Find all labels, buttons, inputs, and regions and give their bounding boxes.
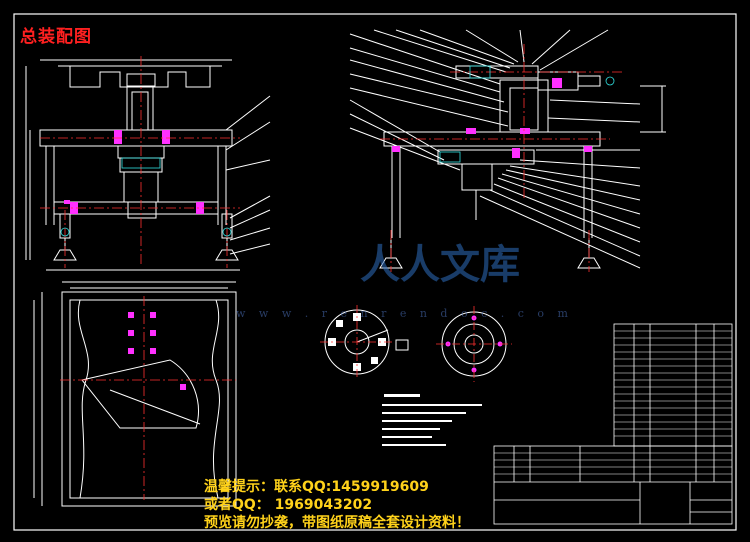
- top-view-centerlines: [60, 296, 236, 500]
- section-b-centerlines: [436, 306, 512, 382]
- parts-list-rows: [494, 330, 732, 475]
- front-view-cyan-details: [60, 157, 232, 237]
- side-view-centerlines: [380, 44, 625, 272]
- front-view-centerlines: [40, 56, 240, 268]
- watermark-url: w w w . r e n r e n d o c . c o m: [236, 307, 573, 320]
- section-a-centerlines: [320, 305, 394, 379]
- drawing-title: 总装配图: [20, 27, 92, 47]
- front-view-highlights: [64, 130, 204, 214]
- watermark-logo: 人人文库: [360, 241, 520, 288]
- contact-note-qq2: 或者QQ： 1969043202: [204, 497, 373, 513]
- top-view: [33, 281, 237, 507]
- side-view-cyan-details: [439, 65, 615, 163]
- contact-note-warning: 预览请勿抄袭，带图纸原稿全套设计资料！: [204, 515, 470, 531]
- technical-requirements: [382, 394, 482, 446]
- contact-note-qq1: 温馨提示：联系QQ:1459919609: [204, 479, 429, 495]
- drawing-border: [13, 13, 737, 531]
- side-view: [349, 29, 666, 269]
- side-view-highlights: [392, 78, 592, 158]
- top-view-holes: [128, 312, 186, 390]
- parts-list: [493, 323, 733, 525]
- front-view: [25, 59, 271, 271]
